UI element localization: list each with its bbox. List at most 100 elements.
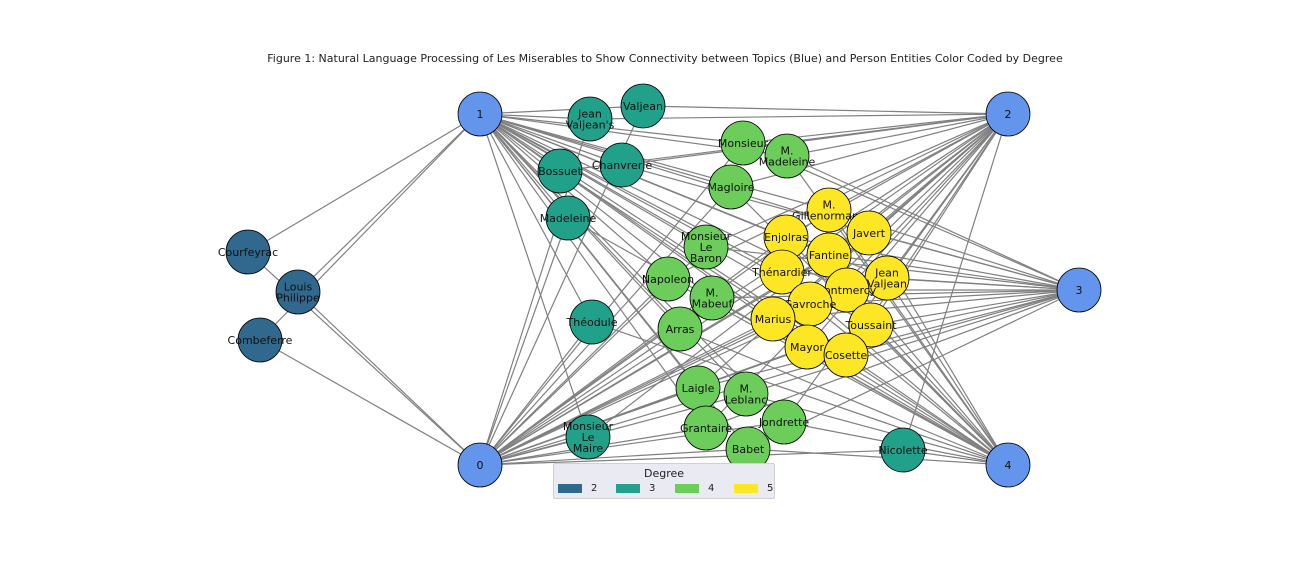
edge-louis-philippe-topic-1 <box>297 113 481 293</box>
node-circle <box>720 120 766 166</box>
node-circle <box>683 224 729 270</box>
topic-node-3: 3 <box>1056 267 1102 313</box>
node-circle <box>567 96 613 142</box>
edge-monsieur-topic-1 <box>479 113 744 144</box>
edge-m-madeleine-topic-3 <box>786 155 1080 291</box>
entity-node-laigle: Laigle <box>675 365 721 411</box>
edge-arras-topic-4 <box>679 328 1009 466</box>
node-label: Chanvrerie <box>592 159 653 172</box>
edge-th-odule-topic-1 <box>479 113 593 323</box>
node-circle <box>750 296 796 342</box>
edge-madeleine-topic-0 <box>479 217 569 466</box>
legend-swatch <box>616 484 640 493</box>
edge-javert-topic-1 <box>479 113 870 234</box>
node-circle <box>683 405 729 451</box>
edge-m-leblanc-topic-3 <box>745 289 1080 395</box>
node-label: 2 <box>1005 108 1012 121</box>
edge-grantaire-topic-3 <box>705 289 1080 429</box>
edge-gavroche-topic-1 <box>479 113 811 305</box>
node-circle <box>723 371 769 417</box>
edge-louis-philippe-topic-0 <box>297 291 481 466</box>
entity-node-chanvrerie: Chanvrerie <box>592 142 653 188</box>
node-circle <box>708 164 754 210</box>
edge-jean-valjean-topic-2 <box>886 113 1009 279</box>
entity-node-cosette: Cosette <box>823 332 869 378</box>
entity-node-monsieur: Monsieur <box>718 120 769 166</box>
edge-nicolette-topic-0 <box>479 449 904 466</box>
edge-courfeyrac-topic-1 <box>247 113 481 253</box>
entity-node-magloire: Magloire <box>707 164 755 210</box>
node-circle <box>620 83 666 129</box>
node-label: Jondrette <box>758 416 810 429</box>
entity-node-arras: Arras <box>657 306 703 352</box>
node-circle <box>537 148 583 194</box>
node-label: Gavroche <box>784 298 837 311</box>
edge-chanvrerie-topic-2 <box>621 113 1009 166</box>
edge-monsieur-topic-0 <box>479 142 744 466</box>
entity-node-javert: Javert <box>846 210 892 256</box>
edge-cosette-topic-0 <box>479 354 847 466</box>
node-label: Monsieur <box>718 137 769 150</box>
node-circle <box>759 249 805 295</box>
node-label: M.Madeleine <box>759 145 816 169</box>
node-label: Nicolette <box>878 444 928 457</box>
node-circle <box>806 187 852 233</box>
legend-label: 4 <box>708 483 715 494</box>
entity-node-pontmercy: Pontmercy <box>818 267 877 313</box>
node-label: Grantaire <box>680 422 732 435</box>
node-label: Marius <box>755 313 792 326</box>
edge-m-gillenormand-topic-1 <box>479 113 830 211</box>
node-circle <box>1056 267 1102 313</box>
legend-label: 3 <box>649 483 656 494</box>
entity-node-gavroche: Gavroche <box>784 281 837 327</box>
edge-combeferre-topic-0 <box>259 339 481 466</box>
node-label: M.Gillenormand <box>792 199 866 223</box>
edge-chanvrerie-topic-1 <box>479 113 623 166</box>
edge-jean-valjean-topic-4 <box>886 277 1009 466</box>
node-circle <box>761 399 807 445</box>
edge-marius-topic-0 <box>479 318 774 466</box>
node-circle <box>569 299 615 345</box>
edge-cosette-topic-3 <box>845 289 1080 356</box>
node-label: Bossuet <box>538 165 582 178</box>
edge-fantine-topic-3 <box>828 254 1080 291</box>
legend-label: 2 <box>591 483 598 494</box>
node-label: M.Mabeuf <box>692 287 734 311</box>
entity-node-madeleine: Madeleine <box>540 195 597 241</box>
node-label: 1 <box>477 108 484 121</box>
node-circle <box>689 275 735 321</box>
node-label: M.Leblanc <box>725 383 768 407</box>
entity-node-grantaire: Grantaire <box>680 405 732 451</box>
edge-arras-topic-0 <box>479 328 681 466</box>
node-label: Valjean <box>623 100 663 113</box>
node-label: Mayor <box>790 341 824 354</box>
entity-node-valjean: Valjean <box>620 83 666 129</box>
node-label: Théodule <box>566 316 618 329</box>
node-circle <box>880 427 926 473</box>
node-label: Enjolras <box>764 231 808 244</box>
topic-node-0: 0 <box>457 442 503 488</box>
node-circle <box>545 195 591 241</box>
node-label: 3 <box>1076 284 1083 297</box>
legend-title: Degree <box>643 467 685 480</box>
node-circle <box>275 269 321 315</box>
node-circle <box>985 91 1031 137</box>
node-label: 4 <box>1005 459 1012 472</box>
node-circle <box>457 91 503 137</box>
edge-toussaint-topic-3 <box>870 289 1080 326</box>
edge-jondrette-topic-0 <box>479 421 785 466</box>
legend-swatch <box>558 484 582 493</box>
edge-valjean-topic-2 <box>642 105 1009 115</box>
node-label: Babet <box>732 443 765 456</box>
node-circle <box>823 332 869 378</box>
node-label: Javert <box>852 227 886 240</box>
edge-m-madeleine-topic-2 <box>786 113 1009 157</box>
node-circle <box>657 306 703 352</box>
